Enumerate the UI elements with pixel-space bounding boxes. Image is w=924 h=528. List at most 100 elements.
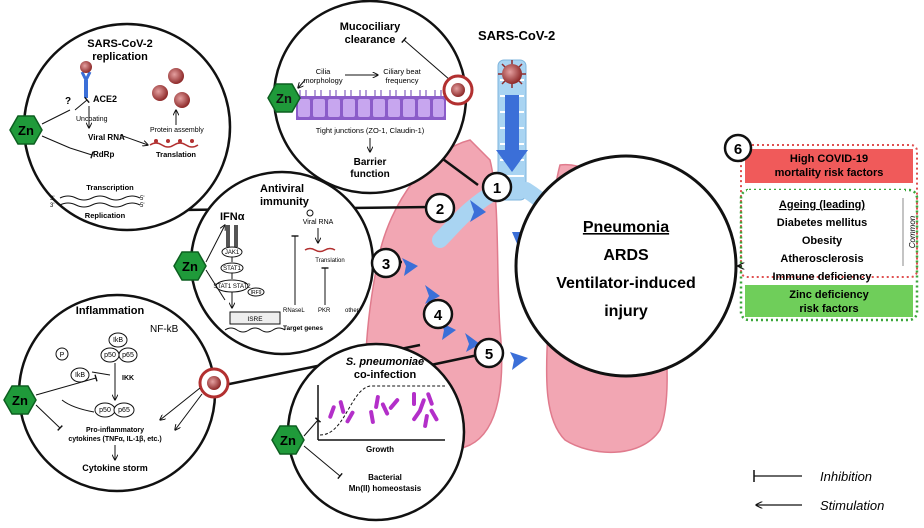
ventilator-label: Ventilator-induced [556, 275, 696, 292]
mucociliary-title-1: Mucociliary [340, 21, 401, 33]
strand-3b: 3' [50, 203, 54, 209]
svg-text:4: 4 [434, 307, 443, 324]
bacteria-icons [328, 392, 439, 428]
zn-pneumoniae-icon: Zn [271, 425, 305, 455]
svg-text:1: 1 [493, 180, 501, 197]
rnasel-label: RNaseL [283, 308, 305, 314]
stat1-label: STAT1 [223, 266, 241, 272]
svg-text:2: 2 [436, 201, 444, 218]
strand-5a: 5' [140, 196, 144, 202]
inflammation-title: Inflammation [76, 305, 145, 317]
cytokines-label-2: cytokines (TNFα, IL-1β, etc.) [68, 436, 161, 443]
epithelium-cells [296, 90, 446, 120]
common-label: Common [908, 215, 917, 248]
barrier-label-2: function [350, 169, 389, 180]
target-genes-label: Target genes [283, 325, 323, 332]
step-4: 4 [422, 298, 454, 330]
injury-label: injury [604, 303, 648, 320]
virus-entry-arrow [496, 95, 528, 172]
cilia-morphology-label-1: Cilia [316, 67, 331, 76]
risk-factor-atherosclerosis: Atherosclerosis [780, 253, 863, 265]
legend: Inhibition Stimulation [753, 469, 884, 513]
panel-replication: SARS-CoV-2 replication ? ACE2 Uncoating … [22, 22, 232, 232]
ace2-label: ACE2 [93, 94, 117, 104]
ifn-label: IFNα [220, 211, 245, 223]
ikb-label-free: IkB [75, 372, 85, 379]
uncoating-label: Uncoating [76, 116, 108, 123]
stat1-stat2-label: STAT1 STAT2 [213, 284, 251, 290]
svg-text:5: 5 [485, 346, 493, 363]
antiviral-viral-rna-label: Viral RNA [303, 219, 334, 226]
receptor-icon [226, 225, 238, 247]
ciliary-beat-label-1: Ciliary beat [383, 67, 421, 76]
replication-title-2: replication [92, 51, 148, 63]
assembled-virus-icons [80, 61, 190, 108]
pkr-label: PKR [318, 308, 331, 314]
risk-factors-panel: High COVID-19 mortality risk factors 6 C… [723, 133, 919, 322]
risk-factor-obesity: Obesity [802, 235, 843, 247]
zn-label: Zn [12, 393, 28, 408]
zinc-deficiency-title-2: risk factors [799, 303, 858, 315]
mucociliary-virus-icon [442, 74, 474, 106]
panel-antiviral: Antiviral immunity IFNα JAK1 STAT1 STAT1… [189, 170, 375, 356]
tight-junctions-label: Tight junctions (ZO-1, Claudin-1) [316, 126, 425, 135]
mucociliary-title-2: clearance [345, 34, 396, 46]
step-6: 6 [734, 141, 742, 158]
zn-antiviral-icon: Zn [173, 251, 207, 281]
zn-replication-icon: Zn [9, 115, 43, 145]
risk-factor-ageing: Ageing (leading) [779, 199, 866, 211]
zn-mucociliary-icon: Zn [267, 83, 301, 113]
step-2: 2 [424, 192, 456, 224]
replication-title-1: SARS-CoV-2 [87, 38, 152, 50]
growth-label: Growth [366, 445, 394, 454]
step-1: 1 [481, 171, 513, 203]
p50-label-top: p50 [104, 352, 116, 359]
isre-label: ISRE [247, 316, 263, 323]
p50-label-bottom: p50 [99, 407, 111, 414]
cytokines-label-1: Pro-inflammatory [86, 427, 144, 434]
zn-label: Zn [182, 259, 198, 274]
translation-label: Translation [156, 150, 196, 159]
antiviral-title-2: immunity [260, 196, 310, 208]
replication-step-label: Replication [85, 211, 126, 220]
protein-assembly-label: Protein assembly [150, 127, 204, 134]
step-5: 5 [473, 337, 505, 369]
legend-inhibition: Inhibition [820, 469, 872, 484]
ikb-label-top: IkB [113, 337, 123, 344]
irf9-label: IRF9 [251, 290, 262, 296]
cytokine-storm-label: Cytokine storm [82, 463, 148, 473]
pneumoniae-title-1: S. pneumoniae [346, 356, 424, 368]
virus-label: SARS-CoV-2 [478, 28, 555, 43]
p65-label-top: p65 [122, 352, 134, 359]
bacterial-label-2: Mn(II) homeostasis [349, 484, 422, 493]
zn-label: Zn [18, 123, 34, 138]
panel-pneumonia: Pneumonia ARDS Ventilator-induced injury [514, 154, 738, 378]
legend-stimulation: Stimulation [820, 498, 884, 513]
bacterial-label-1: Bacterial [368, 473, 402, 482]
zn-label: Zn [280, 433, 296, 448]
rdrp-label: RdRp [93, 150, 114, 159]
svg-text:3: 3 [382, 256, 390, 273]
pneumonia-label: Pneumonia [583, 219, 669, 236]
nfkb-label: NF-kB [150, 324, 179, 335]
zinc-deficiency-title-1: Zinc deficiency [789, 289, 869, 301]
step-3: 3 [370, 247, 402, 279]
inflammation-virus-icon [198, 367, 230, 399]
risk-factor-diabetes: Diabetes mellitus [777, 217, 867, 229]
panel-inflammation: Inflammation NF-kB IkB p50 p65 P IkB IKK… [17, 293, 230, 493]
transcription-label: Transcription [86, 183, 134, 192]
antiviral-title-1: Antiviral [260, 183, 304, 195]
ards-label: ARDS [603, 247, 649, 264]
pneumoniae-title-2: co-infection [354, 369, 417, 381]
step-markers: 1 2 3 4 5 [370, 171, 513, 369]
high-risk-title-2: mortality risk factors [775, 167, 884, 179]
phospho-label: P [60, 352, 65, 359]
other-label: other [345, 308, 359, 314]
strand-3a: 3' [50, 196, 54, 202]
high-risk-title-1: High COVID-19 [790, 153, 868, 165]
question-mark: ? [65, 96, 71, 107]
barrier-label-1: Barrier [354, 157, 387, 168]
virus-icon [498, 60, 526, 88]
zn-label: Zn [276, 91, 292, 106]
